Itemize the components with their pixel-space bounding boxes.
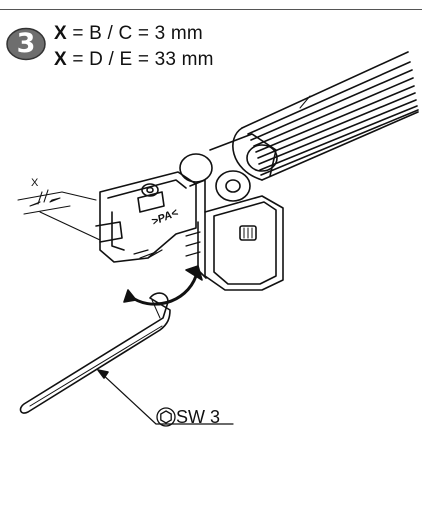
step-circle-icon <box>6 27 46 61</box>
formula-line-1: X = B / C = 3 mm <box>54 23 203 45</box>
formula-var: X <box>54 23 67 44</box>
formula-text: = B / C = 3 mm <box>66 23 203 44</box>
formula-var: X <box>54 49 67 70</box>
hex-key <box>19 292 171 414</box>
step-number: 3 <box>16 28 36 59</box>
hex-socket-icon <box>156 407 176 427</box>
rotate-arrow-icon <box>123 265 203 306</box>
carriage-body <box>185 179 284 291</box>
wrench-size-label: SW 3 <box>176 407 221 427</box>
formula-line-2: X = D / E = 33 mm <box>54 49 214 71</box>
dimension-label: X <box>31 177 39 189</box>
top-rule <box>0 9 422 10</box>
dimension-x <box>17 189 101 241</box>
front-bracket <box>95 171 197 263</box>
formula-text: = D / E = 33 mm <box>66 49 214 70</box>
leader-line <box>97 369 234 425</box>
roller-wheels <box>179 133 278 202</box>
rail-tube <box>232 51 419 181</box>
step-badge: 3 <box>5 27 47 61</box>
